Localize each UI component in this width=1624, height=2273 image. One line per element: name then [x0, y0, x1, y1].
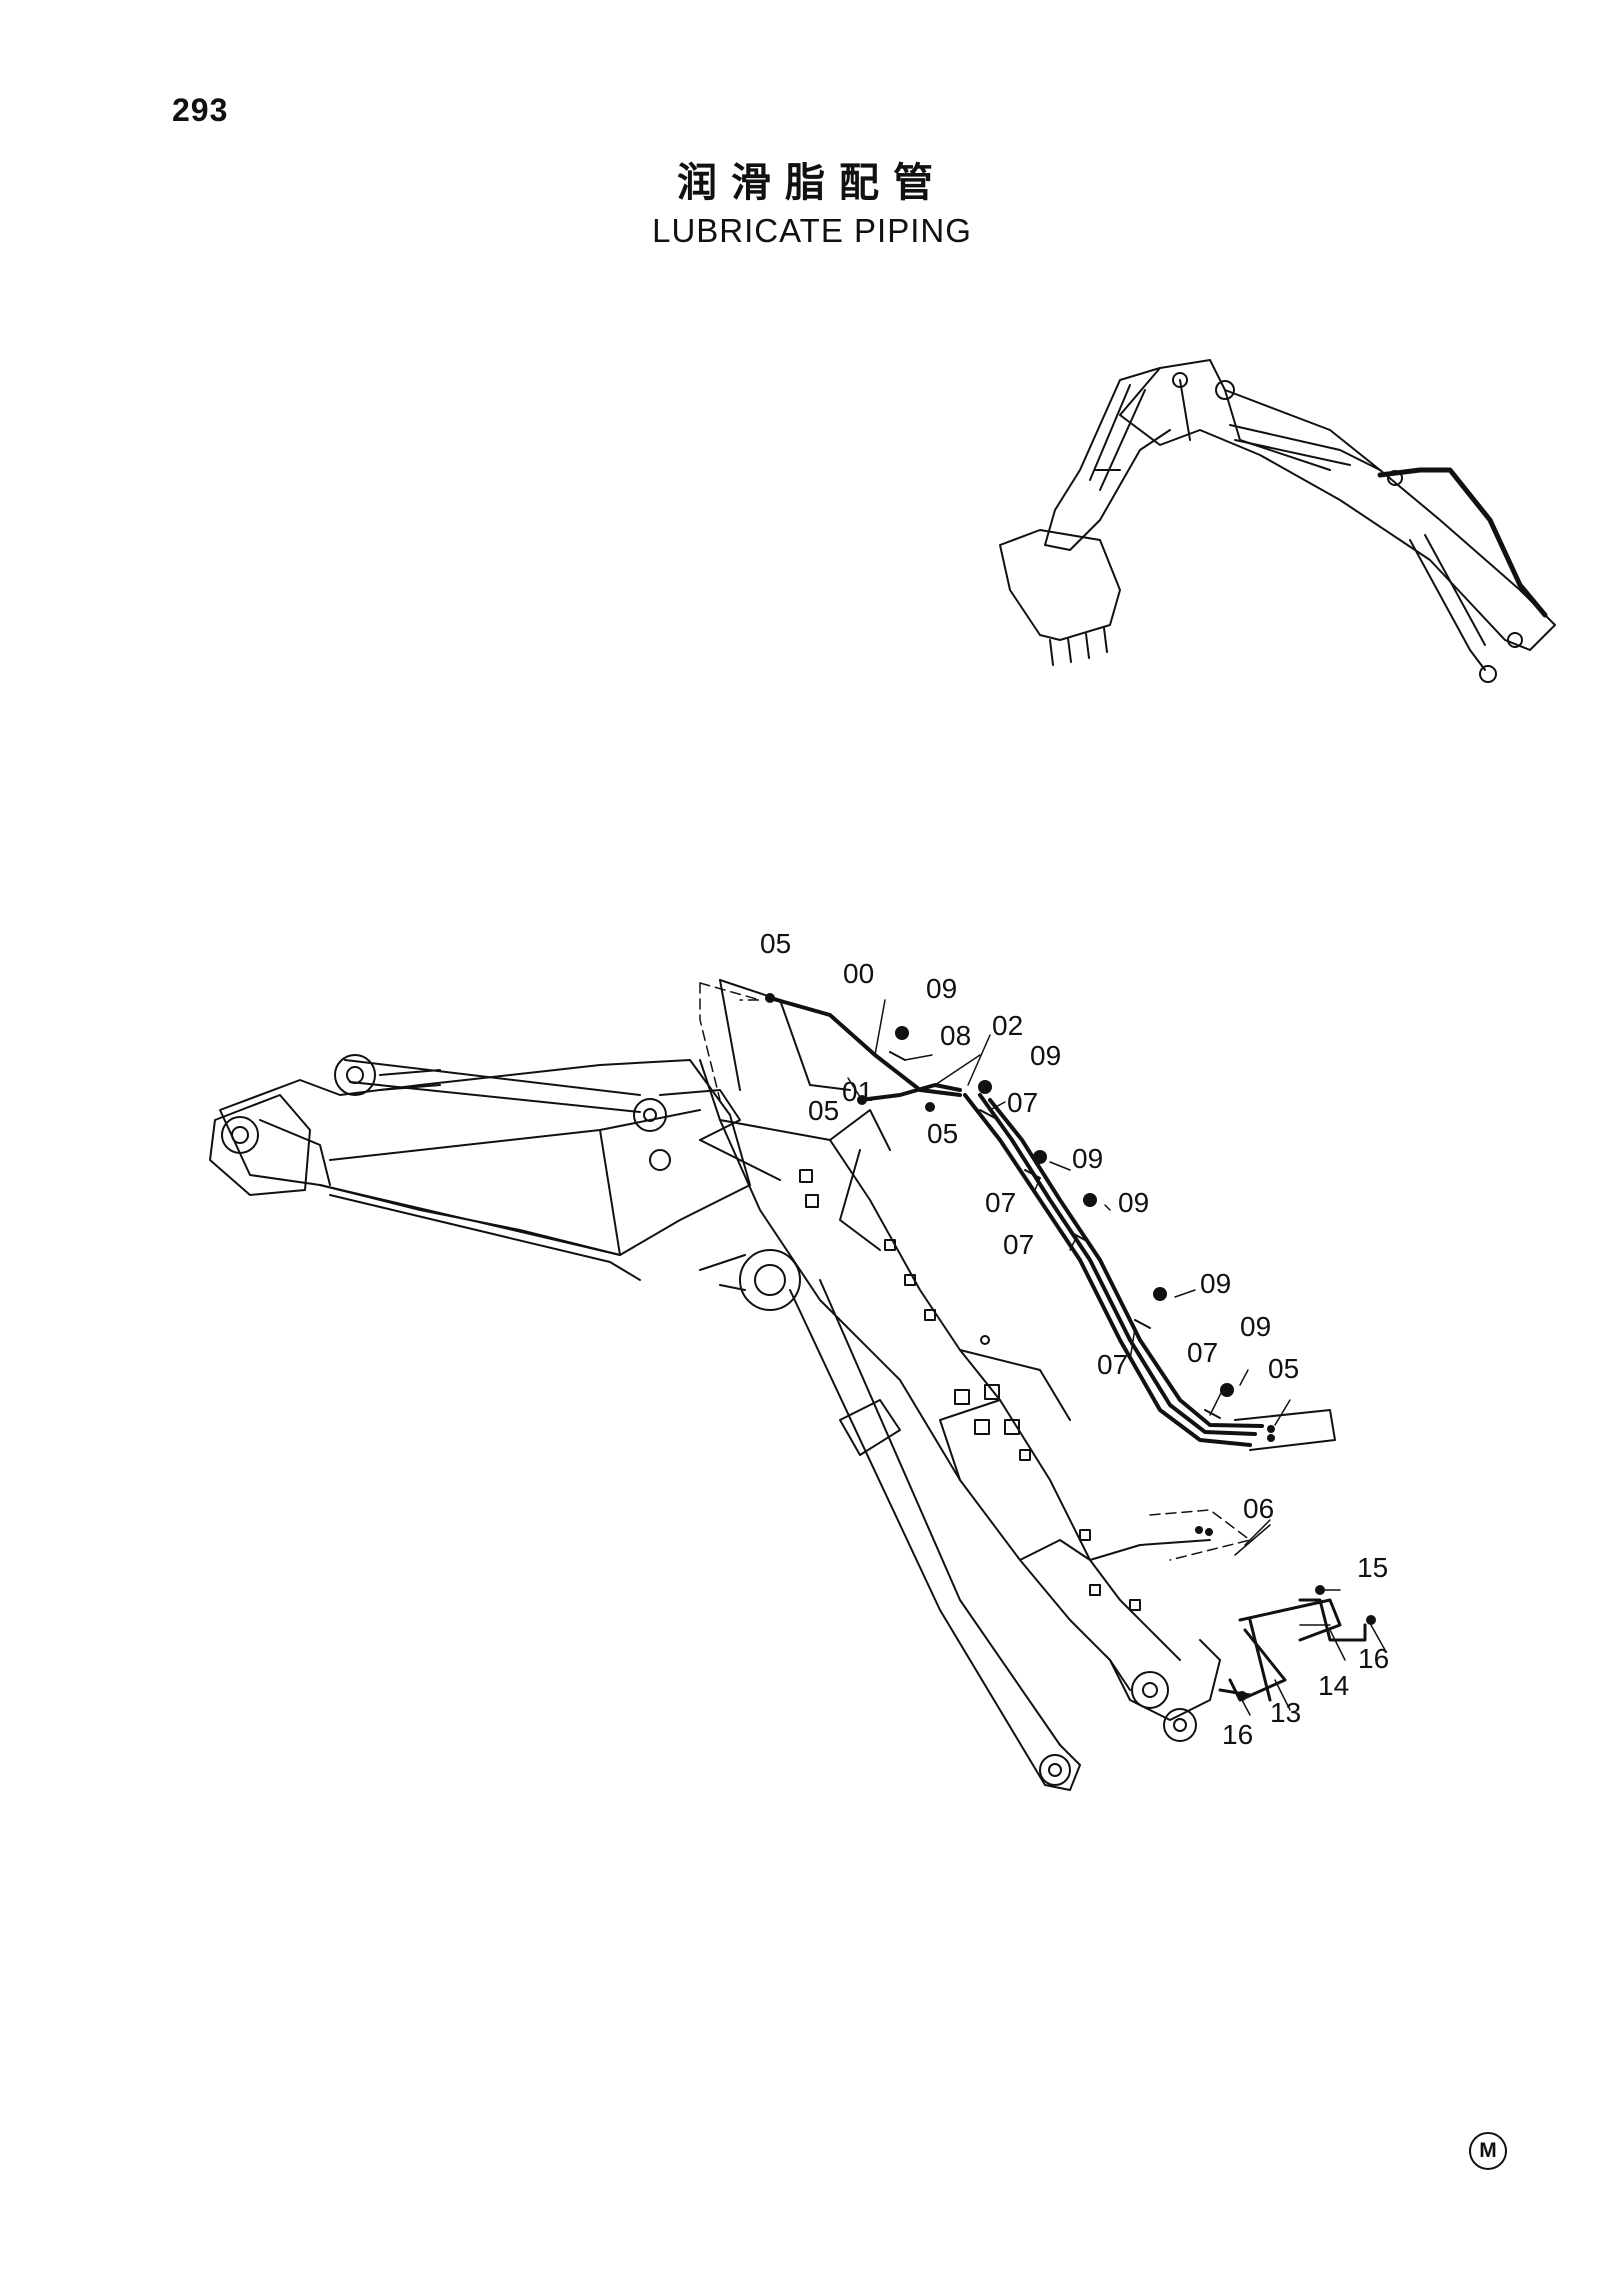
grease-pipe-icon — [768, 996, 1264, 1447]
grease-fitting-icon — [1237, 1691, 1247, 1701]
connector-bracket — [1234, 1409, 1336, 1451]
excavator-overview-icon — [999, 359, 1556, 683]
bolt-icon — [895, 1026, 909, 1040]
callout-label: 14 — [1318, 1670, 1349, 1701]
grease-fitting-icon — [925, 1102, 935, 1112]
callout-label: 07 — [1007, 1087, 1038, 1118]
grease-fitting-icon — [1267, 1425, 1275, 1433]
clamps — [889, 1051, 1221, 1419]
callout-label: 07 — [1097, 1349, 1128, 1380]
callout-label: 15 — [1357, 1552, 1388, 1583]
leader-lines — [847, 999, 1386, 1716]
bolt-icon — [978, 1080, 992, 1094]
callout-label: 09 — [1240, 1311, 1271, 1342]
bolt-icon — [1033, 1150, 1047, 1164]
bolt-icon — [1153, 1287, 1167, 1301]
title-chinese: 润滑脂配管 — [677, 160, 947, 206]
grease-fitting-icon — [765, 993, 775, 1003]
callout-label: 05 — [927, 1118, 958, 1149]
callout-label: 07 — [985, 1187, 1016, 1218]
page-number: 293 — [172, 92, 229, 128]
callout-label: 09 — [1072, 1143, 1103, 1174]
callout-label: 05 — [760, 928, 791, 959]
grease-fitting-icon — [1195, 1526, 1203, 1534]
grease-fitting-icon — [1366, 1615, 1376, 1625]
callout-label: 09 — [1118, 1187, 1149, 1218]
callout-label: 01 — [842, 1076, 873, 1107]
bolt-icon — [1083, 1193, 1097, 1207]
callout-label: 00 — [843, 958, 874, 989]
callout-label: 05 — [1268, 1353, 1299, 1384]
callout-label: 16 — [1358, 1643, 1389, 1674]
boom-assembly-icon — [209, 979, 1221, 1791]
callout-label: 05 — [808, 1095, 839, 1126]
callout-label: 02 — [992, 1010, 1023, 1041]
lower-piping-icon — [1218, 1598, 1367, 1702]
callout-label: 09 — [926, 973, 957, 1004]
callout-label: 09 — [1030, 1040, 1061, 1071]
callout-label: 08 — [940, 1020, 971, 1051]
callout-label: 09 — [1200, 1268, 1231, 1299]
callout-label: 16 — [1222, 1719, 1253, 1750]
callout-labels: 05 00 09 08 02 09 01 05 07 05 09 07 09 0… — [760, 928, 1389, 1750]
title-english: LUBRICATE PIPING — [652, 212, 972, 249]
callout-label: 06 — [1243, 1493, 1274, 1524]
corner-m-mark: M — [1469, 2132, 1507, 2170]
reference-box — [699, 982, 1251, 1561]
callout-label: 13 — [1270, 1697, 1301, 1728]
grease-fitting-icon — [1315, 1585, 1325, 1595]
callout-label: 07 — [1187, 1337, 1218, 1368]
callout-label: 07 — [1003, 1229, 1034, 1260]
grease-fitting-icon — [1205, 1528, 1213, 1536]
grease-fitting-icon — [1267, 1434, 1275, 1442]
